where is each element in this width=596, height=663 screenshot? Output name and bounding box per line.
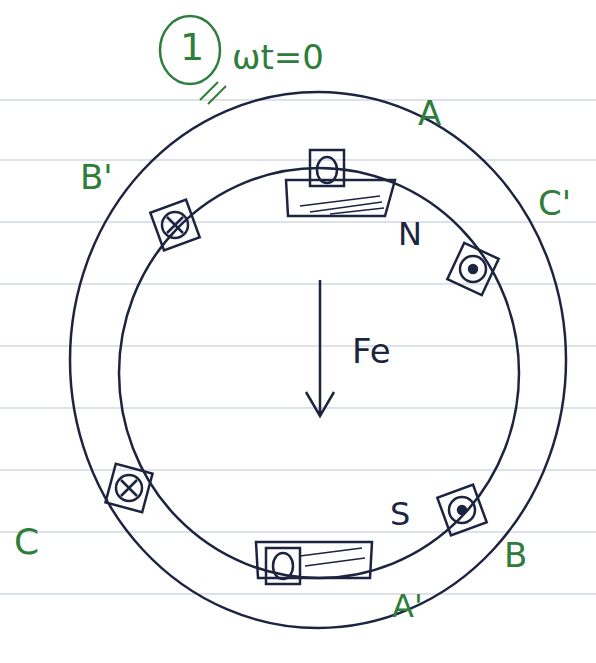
cross-symbol (121, 480, 137, 496)
phase-label: B (504, 538, 527, 572)
pole-label: S (390, 498, 410, 530)
pole-hatch (300, 548, 365, 566)
coil-symbol (162, 212, 188, 238)
number-circle (160, 16, 220, 84)
coil-slot (437, 485, 486, 536)
stator-inner (119, 168, 519, 578)
coil-slot (105, 464, 152, 512)
coil-symbol (317, 157, 337, 183)
coil-slot (447, 243, 498, 295)
dot-symbol (458, 506, 466, 514)
field-label: Fe (352, 334, 391, 368)
pole-label: N (398, 218, 422, 250)
phase-label: A (418, 96, 441, 130)
coil-slot (310, 150, 344, 186)
stator-outer (70, 92, 566, 628)
coil-symbol (273, 553, 293, 579)
notebook-lines (0, 100, 596, 594)
coil-slot (266, 548, 300, 584)
coil-symbol (116, 475, 142, 501)
coil-symbol (460, 256, 486, 282)
phase-label: C' (538, 186, 571, 220)
coil-slot (150, 200, 199, 251)
time-label: ωt=0 (232, 40, 324, 74)
field-arrow (306, 280, 334, 416)
phase-label: A' (392, 590, 423, 622)
callout-number: 1 (180, 28, 204, 66)
tick-marks (200, 82, 226, 104)
coil-symbol (449, 497, 475, 523)
phase-label: B' (80, 160, 113, 194)
cross-symbol (167, 217, 183, 233)
phase-label: C (14, 524, 39, 560)
pole-hatch (300, 196, 384, 214)
dot-symbol (469, 265, 477, 273)
